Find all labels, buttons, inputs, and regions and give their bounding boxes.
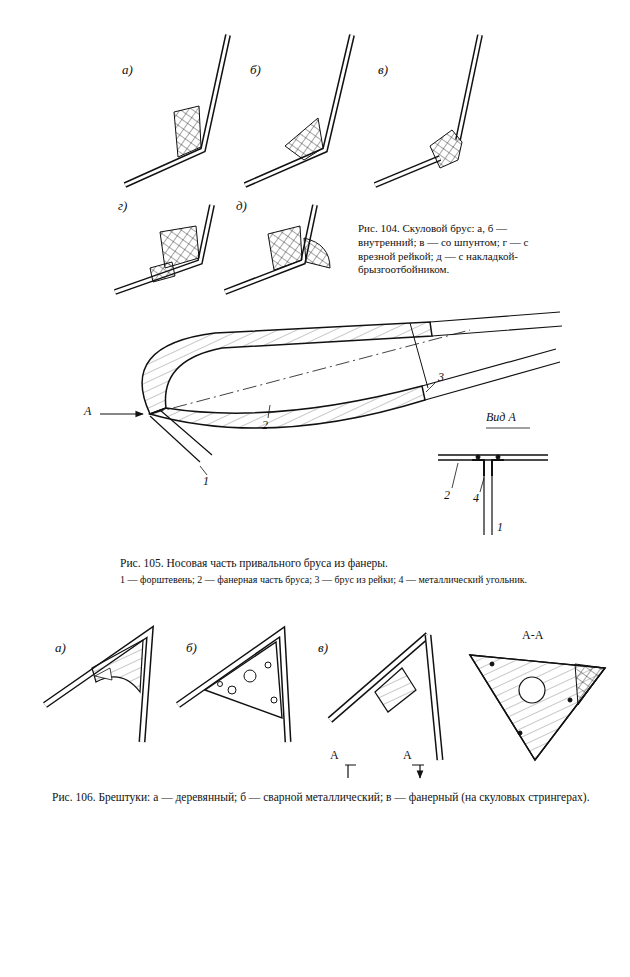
- callout-number: 4: [473, 491, 479, 506]
- callout-number: 1: [497, 520, 503, 535]
- panel-a: [125, 35, 228, 185]
- breasthooks: [45, 632, 605, 778]
- panel-letter: в): [378, 62, 388, 78]
- figure-caption: Рис. 105. Носовая часть привального брус…: [120, 556, 560, 570]
- callout-number: 1: [203, 474, 209, 489]
- figure-caption: Рис. 104. Скуловой брус: а, б — внутренн…: [358, 222, 558, 277]
- panel-letter: в): [318, 640, 328, 656]
- callout-number: 3: [438, 370, 444, 385]
- panel-letter: б): [186, 640, 197, 656]
- panel-letter: д): [236, 198, 247, 214]
- view-a: [438, 428, 548, 535]
- gunwale-bow: [100, 312, 562, 475]
- panel-e: [225, 205, 330, 292]
- panel-d: [115, 205, 212, 292]
- panel-letter: б): [250, 62, 261, 78]
- panel-letter: г): [118, 198, 127, 214]
- section-label: А-А: [522, 628, 543, 643]
- caption-legend: 1 — форштевень; 2 — фанерная часть бруса…: [120, 574, 550, 587]
- figure-caption: Рис. 106. Брештуки: а — деревянный; б — …: [52, 790, 592, 804]
- panel-b: [245, 35, 352, 185]
- section-arrow-label: А: [403, 748, 412, 763]
- callout-number: 2: [262, 418, 268, 433]
- panel-letter: а): [55, 640, 66, 656]
- callout-number: 2: [444, 488, 450, 503]
- section-arrow-label: А: [330, 748, 339, 763]
- panel-c: [375, 35, 480, 185]
- panel-letter: а): [122, 62, 133, 78]
- view-title: Вид А: [486, 410, 516, 425]
- view-arrow-label: А: [84, 404, 91, 419]
